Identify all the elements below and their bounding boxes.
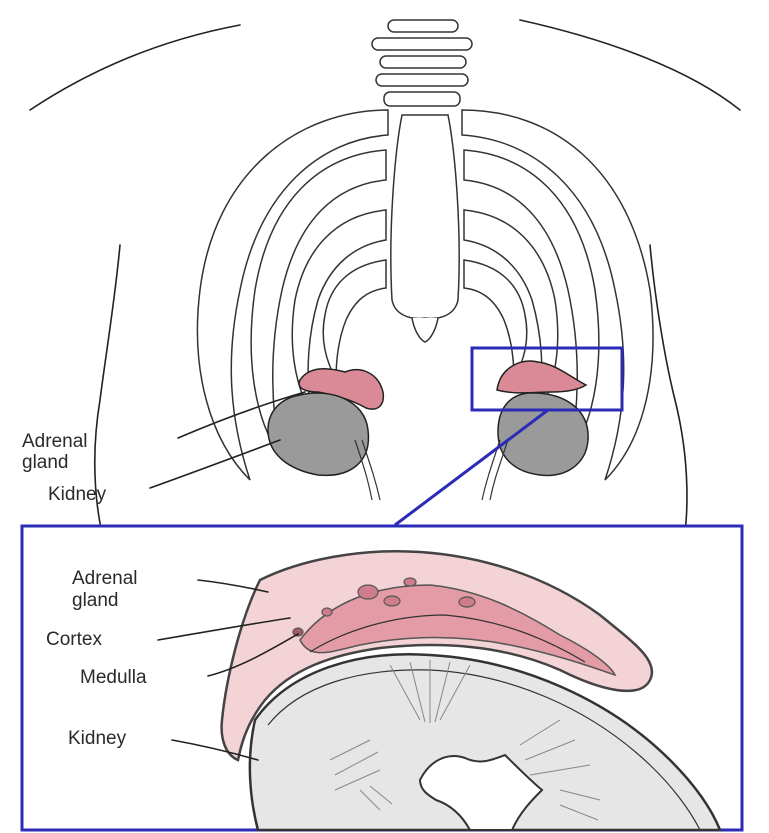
label-cortex: Cortex bbox=[46, 629, 102, 650]
label-adrenal-gland-inset-1: Adrenal bbox=[72, 568, 138, 589]
left-kidney bbox=[268, 393, 380, 500]
label-kidney-inset: Kidney bbox=[68, 728, 127, 749]
label-medulla: Medulla bbox=[80, 667, 147, 688]
label-adrenal-gland-inset-2: gland bbox=[72, 590, 119, 611]
label-adrenal-gland-top-1: Adrenal bbox=[22, 431, 88, 452]
spine bbox=[372, 20, 472, 106]
label-kidney-top: Kidney bbox=[48, 484, 107, 505]
label-adrenal-gland-top-2: gland bbox=[22, 452, 69, 473]
right-adrenal-gland bbox=[497, 361, 586, 393]
top-labels: Adrenal gland Kidney bbox=[22, 431, 107, 505]
